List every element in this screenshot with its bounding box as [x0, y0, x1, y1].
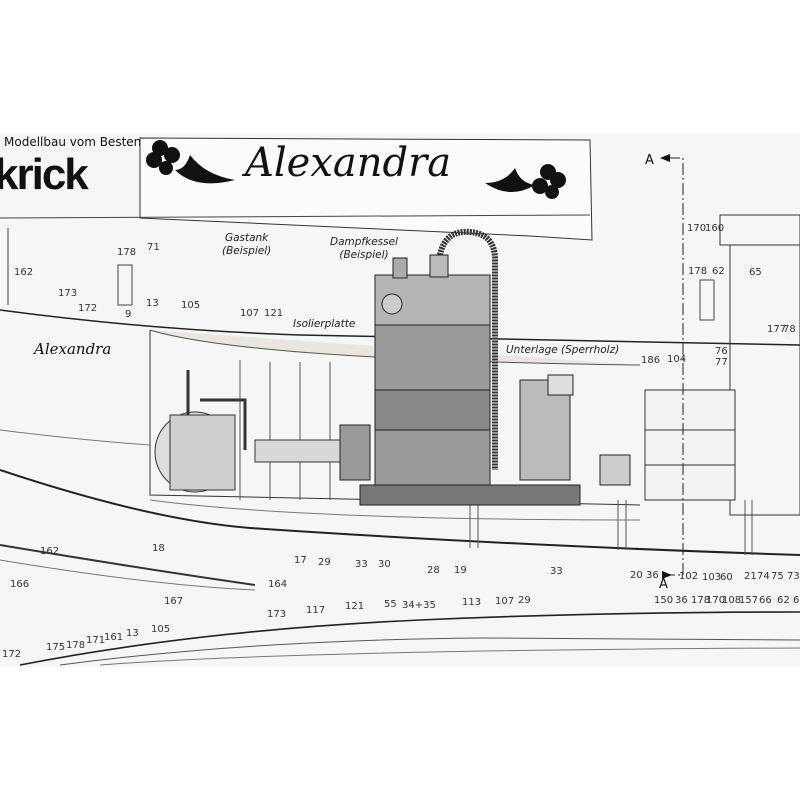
title-banner — [139, 137, 593, 241]
part-number-label: 173 — [267, 609, 287, 620]
note-text: (Beispiel) — [339, 249, 389, 262]
part-number-label: 107 — [240, 308, 260, 319]
part-number-label: 76 — [715, 346, 728, 357]
part-number-label: 19 — [454, 565, 467, 576]
note-text: Dampfkessel — [330, 236, 398, 248]
flower-ornament-right-icon — [485, 164, 566, 199]
note-isolierplatte: Isolierplatte — [293, 318, 356, 330]
part-number-label: 30 — [378, 559, 391, 570]
part-number-label: 65 — [749, 267, 762, 278]
part-number-label: 29 — [318, 557, 331, 568]
note-unterlage: Unterlage (Sperrholz) — [506, 344, 620, 356]
part-number-label: 157 — [739, 595, 759, 606]
part-number-label: 162 — [14, 267, 34, 278]
part-number-label: 113 — [462, 597, 482, 608]
part-number-label: 107 — [495, 596, 515, 607]
part-number-label: 36 — [675, 595, 688, 606]
part-number-label: 33 — [355, 559, 368, 570]
note-gastank: Gastank (Beispiel) — [222, 232, 271, 258]
part-number-label: 21 — [744, 571, 757, 582]
hull-name: Alexandra — [34, 340, 112, 358]
part-number-label: 77 — [715, 357, 728, 368]
part-number-label: 178 — [688, 266, 708, 277]
lantern-icon — [117, 264, 133, 306]
part-number-label: 17 — [294, 555, 307, 566]
part-number-label: 9 — [125, 309, 132, 320]
part-number-label: 29 — [518, 595, 531, 606]
part-number-label: 13 — [146, 298, 159, 309]
part-number-label: 162 — [40, 546, 60, 557]
part-number-label: 121 — [345, 601, 365, 612]
part-number-label: 121 — [264, 308, 284, 319]
part-number-label: 161 — [104, 632, 124, 643]
part-number-label: 20 — [630, 570, 643, 581]
part-number-label: 108 — [722, 595, 742, 606]
brand-logo: krick — [0, 150, 89, 199]
note-dampfkessel: Dampfkessel (Beispiel) — [330, 236, 398, 262]
part-number-label: 102 — [679, 571, 699, 582]
part-number-label: 117 — [306, 605, 326, 616]
part-number-label: 105 — [151, 624, 171, 635]
insulation-plate — [359, 484, 581, 506]
part-number-label: 172 — [78, 303, 98, 314]
part-number-label: 18 — [152, 543, 165, 554]
part-number-label: 166 — [10, 579, 30, 590]
part-number-label: 177 — [767, 324, 787, 335]
part-number-label: 71 — [147, 242, 160, 253]
part-number-label: 78 — [783, 324, 796, 335]
part-number-label: 73 — [787, 571, 800, 582]
part-number-label: 13 — [126, 628, 139, 639]
part-number-label: 178 — [691, 595, 711, 606]
part-number-label: 178 — [66, 640, 86, 651]
part-number-label: 104 — [667, 354, 687, 365]
part-number-label: 60 — [793, 595, 800, 606]
part-number-label: 178 — [117, 247, 137, 258]
steam-boiler — [374, 228, 498, 496]
lantern-icon — [699, 279, 715, 321]
part-number-label: 74 — [757, 571, 770, 582]
part-number-label: 160 — [705, 223, 725, 234]
part-number-label: 186 — [641, 355, 661, 366]
section-marker-top: A — [645, 153, 654, 168]
part-number-label: 175 — [46, 642, 66, 653]
part-number-label: 34+35 — [402, 600, 436, 611]
part-number-label: 103 — [702, 572, 722, 583]
part-number-label: 164 — [268, 579, 288, 590]
part-number-label: 36 — [646, 570, 659, 581]
part-number-label: 28 — [427, 565, 440, 576]
part-number-label: 150 — [654, 595, 674, 606]
part-number-label: 105 — [181, 300, 201, 311]
flower-ornament-left-icon — [146, 140, 235, 184]
part-number-label: 62 — [777, 595, 790, 606]
part-number-label: 172 — [2, 649, 22, 660]
plan-title: Alexandra — [245, 140, 452, 186]
section-marker-bottom: A — [659, 577, 668, 592]
note-text: (Beispiel) — [222, 245, 272, 258]
section-arrow-icon — [660, 154, 670, 162]
part-number-label: 33 — [550, 566, 563, 577]
part-number-label: 173 — [58, 288, 78, 299]
part-number-label: 170 — [706, 595, 726, 606]
part-number-label: 66 — [759, 595, 772, 606]
part-number-label: 60 — [720, 572, 733, 583]
brand-tagline: Modellbau vom Besten — [4, 135, 142, 149]
note-text: Gastank — [224, 232, 269, 244]
part-number-label: 62 — [712, 266, 725, 277]
part-number-label: 170 — [687, 223, 707, 234]
part-number-label: 75 — [771, 571, 784, 582]
part-number-label: 55 — [384, 599, 397, 610]
part-number-label: 167 — [164, 596, 184, 607]
part-number-label: 171 — [86, 635, 106, 646]
